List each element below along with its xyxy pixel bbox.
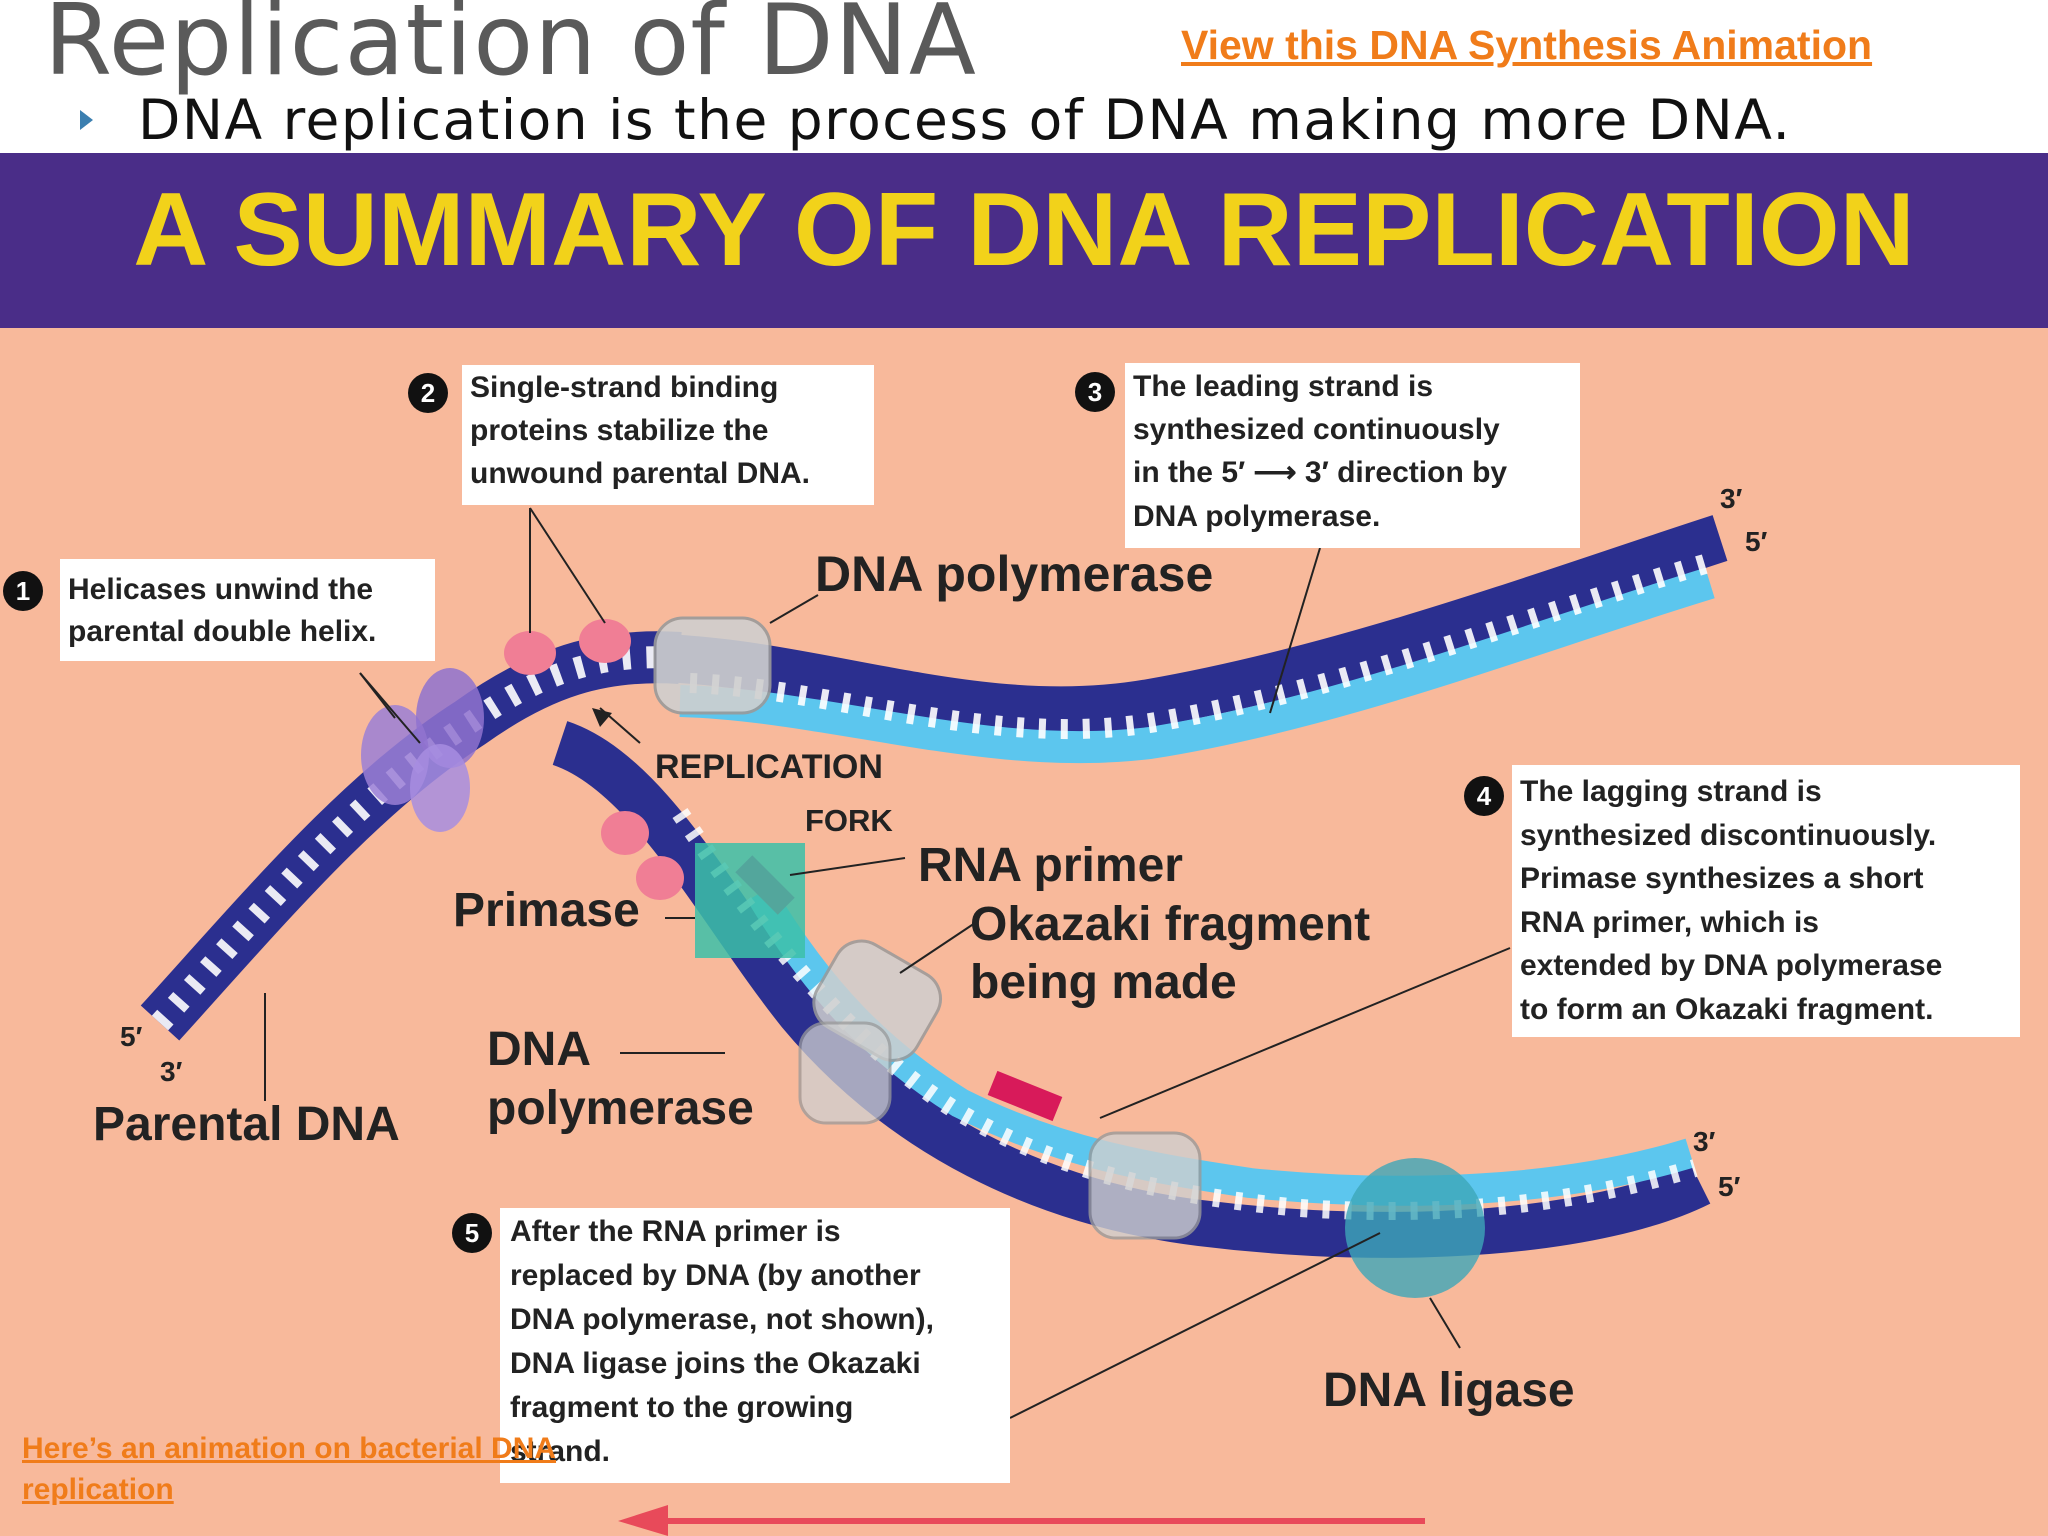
dna-polymerase-lagging-3 [1088,1131,1202,1240]
label-dna-polymerase-line1: DNA [487,1023,591,1076]
leading-template-strand [659,515,1728,735]
step-4-number: 4 [1477,781,1492,811]
direction-arrow-icon [618,1505,668,1536]
dna-polymerase-leading [653,616,772,715]
bacterial-replication-animation-link[interactable]: Here’s an animation on bacterial DNA rep… [22,1432,557,1506]
step-3-badge [1075,372,1115,412]
slide-title: Replication of DNA [44,0,977,98]
step-3-box: 3 The leading strand is synthesized cont… [1075,363,1580,548]
step-3-line: DNA polymerase. [1133,500,1380,533]
primase [695,843,805,958]
helicase-part [416,668,484,768]
step-3-number: 3 [1088,377,1102,407]
step-4-line: synthesized discontinuously. [1520,819,1936,852]
step-3-line: synthesized continuously [1133,413,1500,446]
bullet-point: DNA replication is the process of DNA ma… [80,88,1791,152]
label-dna-polymerase-top: DNA polymerase [815,546,1213,602]
step-2-line: unwound parental DNA. [470,457,810,490]
helicase-part [410,744,470,832]
leader-lines [264,507,1511,1419]
step-5-line: strand. [510,1435,610,1468]
dna-synthesis-animation-link[interactable]: View this DNA Synthesis Animation [1181,22,1873,68]
step-4-line: to form an Okazaki fragment. [1520,993,1933,1026]
lagging-template-strand [551,721,1711,1258]
left-5-prime: 5′ [120,1021,143,1052]
top-3-prime: 3′ [1720,483,1743,514]
step-4-line: The lagging strand is [1520,775,1822,808]
step-1-box: 1 Helicases unwind the parental double h… [3,559,435,661]
step-4-line: RNA primer, which is [1520,906,1819,939]
step-5-line: After the RNA primer is [510,1215,841,1248]
left-3-prime: 3′ [160,1056,183,1087]
step-1-badge [3,571,43,611]
top-5-prime: 5′ [1745,526,1768,557]
dna-replication-figure: A SUMMARY OF DNA REPLICATION [0,153,2048,1536]
step-4-line: Primase synthesizes a short [1520,862,1924,895]
ssb-protein-3 [601,811,649,855]
step-4-box: 4 The lagging strand is synthesized disc… [1464,765,2020,1037]
step-4-line: extended by DNA polymerase [1520,949,1942,982]
dna-ligase [1345,1158,1485,1298]
fork-arrow-icon [592,708,612,727]
bottom-5-prime: 5′ [1718,1171,1741,1202]
step-2-badge [408,373,448,413]
label-okazaki-line2: being made [970,956,1237,1009]
label-dna-polymerase-line2: polymerase [487,1082,754,1135]
rna-primer-2 [987,1070,1063,1122]
leading-new-strand [679,567,1715,764]
heading-banner [0,153,2048,328]
ssb-protein-2 [579,619,631,663]
step-5-line: DNA ligase joins the Okazaki [510,1347,921,1380]
dna-replication-diagram: A SUMMARY OF DNA REPLICATION [0,153,2048,1536]
step-5-line: fragment to the growing [510,1391,853,1424]
dna-polymerase-lagging-2 [798,1021,892,1125]
label-parental-dna: Parental DNA [93,1098,400,1151]
step-1-line: parental double helix. [68,615,376,648]
step-3-line: in the 5′ ⟶ 3′ direction by [1133,456,1507,489]
step-2-box: 2 Single-strand binding proteins stabili… [408,365,874,505]
bullet-text: DNA replication is the process of DNA ma… [138,88,1792,152]
ssb-protein-4 [636,856,684,900]
label-primase: Primase [453,884,640,937]
label-fork: FORK [805,803,893,838]
step-1-number: 1 [16,576,30,606]
bottom-3-prime: 3′ [1693,1126,1716,1157]
bullet-arrow-icon [80,110,93,130]
step-5-badge [452,1213,492,1253]
ssb-protein-1 [504,631,556,675]
step-2-line: Single-strand binding [470,371,778,404]
label-dna-ligase: DNA ligase [1323,1364,1575,1417]
step-2-line: proteins stabilize the [470,414,768,447]
step-3-line: The leading strand is [1133,370,1433,403]
step-1-line: Helicases unwind the [68,573,373,606]
label-okazaki-line1: Okazaki fragment [970,898,1370,951]
step-5-box: 5 After the RNA primer is replaced by DN… [452,1208,1010,1483]
step-5-line: replaced by DNA (by another [510,1259,921,1292]
step-5-number: 5 [465,1218,479,1248]
figure-heading: A SUMMARY OF DNA REPLICATION [133,172,1914,288]
step-4-badge [1464,776,1504,816]
step-5-line: DNA polymerase, not shown), [510,1303,934,1336]
label-rna-primer: RNA primer [918,839,1183,892]
parental-dna-rungs [151,646,681,1031]
step-2-number: 2 [421,378,435,408]
label-replication: REPLICATION [655,748,883,786]
